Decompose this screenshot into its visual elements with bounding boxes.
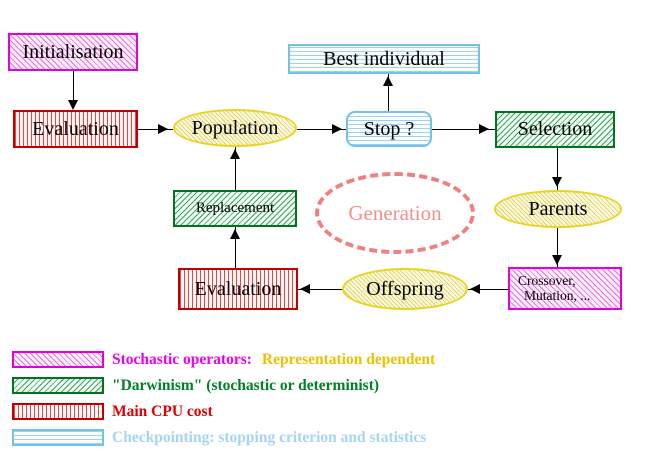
legend-label-stochastic: Stochastic operators: Representation dep… [112,348,435,372]
arrowhead-stop-to-selection [479,124,489,134]
legend-label-darwinism: "Darwinism" (stochastic or determinist) [112,374,379,398]
legend-row-cpu-cost: Main CPU cost [0,400,670,424]
legend-swatch-magenta-hatch [12,351,104,368]
node-evaluation-bottom[interactable]: Evaluation [178,268,298,310]
node-evaluation-top[interactable]: Evaluation [13,110,138,148]
legend-row-stochastic: Stochastic operators: Representation dep… [0,348,670,372]
arrowhead-parents-to-crossover [552,255,562,265]
node-best-individual[interactable]: Best individual [288,44,480,74]
legend-label-cpu-cost-primary: Main CPU cost [112,403,213,420]
node-initialisation[interactable]: Initialisation [8,33,138,71]
edge-selection-to-parents [557,148,558,190]
node-offspring-label: Offspring [366,277,444,300]
node-population-label: Population [191,116,279,139]
legend-label-checkpointing-primary: Checkpointing: stopping criterion and st… [112,429,427,446]
edge-crossover-to-offspring [468,289,508,290]
arrowhead-evaluation-to-population [158,124,168,134]
node-replacement-label: Replacement [195,199,275,216]
edge-stop-to-selection [432,129,495,130]
node-crossover-mutation-label-line1: Crossover, [518,273,576,289]
node-generation-label: Generation [348,200,442,225]
node-stop-label: Stop ? [363,117,415,140]
node-generation-group: Generation [315,172,475,254]
legend-label-stochastic-primary: Stochastic operators: [112,351,252,368]
arrowhead-replacement-to-population [230,149,240,159]
edge-evaluation-to-population [138,129,173,130]
legend-label-darwinism-primary: "Darwinism" (stochastic or determinist) [112,377,380,394]
node-evaluation-top-label: Evaluation [32,117,119,140]
legend-swatch-red-hatch [12,403,104,420]
legend-label-checkpointing: Checkpointing: stopping criterion and st… [112,426,426,450]
legend-swatch-green-hatch [12,377,104,394]
arrowhead-evaluation-to-replacement [230,229,240,239]
node-best-individual-label: Best individual [323,47,445,70]
legend-label-cpu-cost: Main CPU cost [112,400,213,424]
arrowhead-crossover-to-offspring [470,284,480,294]
node-selection[interactable]: Selection [495,111,615,148]
arrowhead-stop-to-best-individual [383,76,393,86]
legend-row-darwinism: "Darwinism" (stochastic or determinist) [0,374,670,398]
legend-label-stochastic-secondary: Representation dependent [261,351,436,368]
edge-stop-to-best-individual [388,74,389,111]
node-selection-label: Selection [517,118,593,140]
node-initialisation-label: Initialisation [22,40,124,63]
node-evaluation-bottom-label: Evaluation [194,277,282,300]
node-crossover-mutation[interactable]: Crossover, Mutation, ... [508,267,622,310]
edge-population-to-stop [297,129,346,130]
edge-evaluation-to-replacement [235,227,236,268]
arrowhead-selection-to-parents [552,177,562,187]
arrowhead-population-to-stop [332,124,342,134]
node-parents[interactable]: Parents [494,190,622,228]
edge-parents-to-crossover [557,228,558,267]
node-population[interactable]: Population [173,109,297,147]
node-replacement[interactable]: Replacement [173,190,297,227]
legend-swatch-blue-hatch [12,429,104,446]
edge-initialisation-to-evaluation [73,71,74,103]
edge-replacement-to-population [235,147,236,190]
node-offspring[interactable]: Offspring [342,268,468,310]
edge-offspring-to-evaluation [298,289,342,290]
node-stop[interactable]: Stop ? [346,111,432,147]
legend-row-checkpointing: Checkpointing: stopping criterion and st… [0,426,670,450]
arrowhead-initialisation-to-evaluation [68,100,78,110]
node-crossover-mutation-label-line2: Mutation, ... [524,287,591,303]
node-parents-label: Parents [528,197,588,220]
arrowhead-offspring-to-evaluation [300,284,310,294]
